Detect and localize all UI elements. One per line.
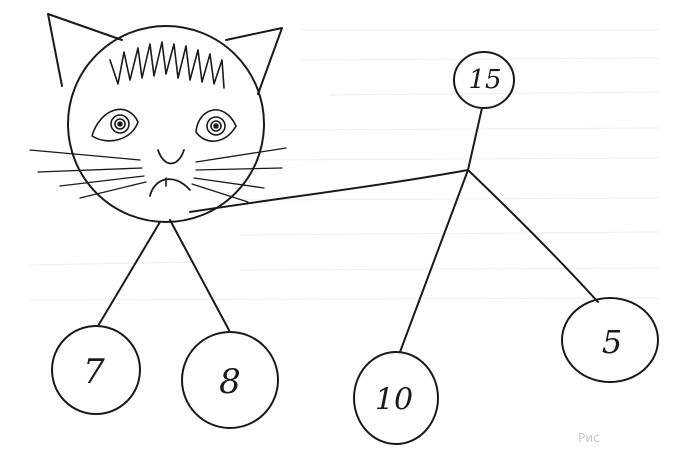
mouth — [149, 178, 191, 197]
whiskers-left — [29, 149, 147, 199]
edge-head-to-7 — [97, 221, 161, 327]
node-7: 7 — [51, 325, 141, 415]
edge-body-to-root-branch — [189, 169, 469, 213]
edge-branch-to-10 — [399, 169, 469, 353]
node-label-root: 15 — [468, 65, 501, 95]
node-label-5: 5 — [602, 323, 622, 361]
left-ear — [47, 13, 123, 87]
node-8: 8 — [181, 331, 279, 429]
node-label-8: 8 — [219, 362, 241, 402]
edge-head-to-8 — [169, 219, 231, 333]
whiskers-right — [191, 147, 287, 203]
figure-caption: Рис — [578, 431, 600, 445]
node-label-10: 10 — [375, 383, 413, 418]
edge-root-to-branch — [467, 107, 483, 171]
nose — [157, 149, 185, 165]
node-root: 15 — [453, 51, 515, 109]
node-10: 10 — [353, 351, 439, 445]
head-circle — [67, 25, 265, 223]
right-eye — [195, 109, 237, 142]
node-5: 5 — [561, 297, 659, 383]
fur-tufts — [109, 41, 225, 89]
background-lines — [29, 29, 661, 301]
left-eye — [91, 108, 139, 142]
edge-branch-to-5 — [467, 169, 599, 303]
edges — [97, 107, 599, 353]
right-ear — [225, 27, 283, 95]
cat-head — [29, 13, 287, 223]
node-label-7: 7 — [83, 352, 105, 392]
